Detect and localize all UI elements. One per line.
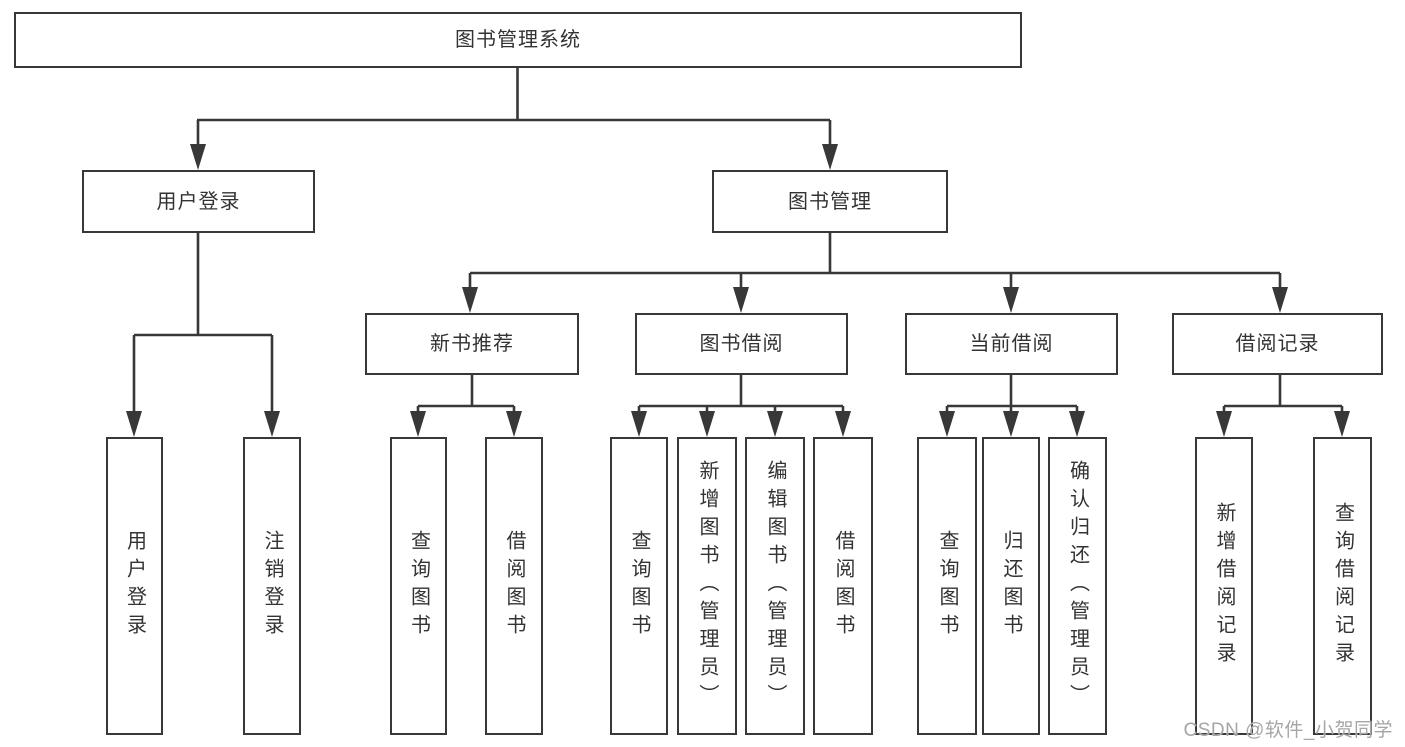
leaf-current-query-books: 查询图书 [917,437,977,735]
leaf-user-login: 用户登录 [106,437,163,735]
node-current-borrowing: 当前借阅 [905,313,1118,375]
csdn-watermark: CSDN @软件_小贺同学 [1183,720,1393,741]
node-library-system: 图书管理系统 [14,12,1022,68]
leaf-recommend-query-books: 查询图书 [390,437,447,735]
leaf-borrowing-edit-books-admin: 编辑图书（管理员） [745,437,805,735]
node-user-login: 用户登录 [82,170,315,233]
leaf-recommend-borrow-books: 借阅图书 [485,437,543,735]
node-book-borrowing: 图书借阅 [635,313,848,375]
leaf-records-query-record: 查询借阅记录 [1313,437,1372,735]
leaf-current-return-books: 归还图书 [982,437,1040,735]
leaf-borrowing-add-books-admin: 新增图书（管理员） [677,437,737,735]
node-borrowing-records: 借阅记录 [1172,313,1383,375]
node-new-book-recommend: 新书推荐 [365,313,579,375]
leaf-borrowing-query-books: 查询图书 [610,437,668,735]
leaf-logout: 注销登录 [243,437,301,735]
leaf-records-add-record: 新增借阅记录 [1195,437,1253,735]
leaf-borrowing-borrow-books: 借阅图书 [813,437,873,735]
leaf-current-confirm-return-admin: 确认归还（管理员） [1048,437,1107,735]
node-book-management: 图书管理 [712,170,948,233]
